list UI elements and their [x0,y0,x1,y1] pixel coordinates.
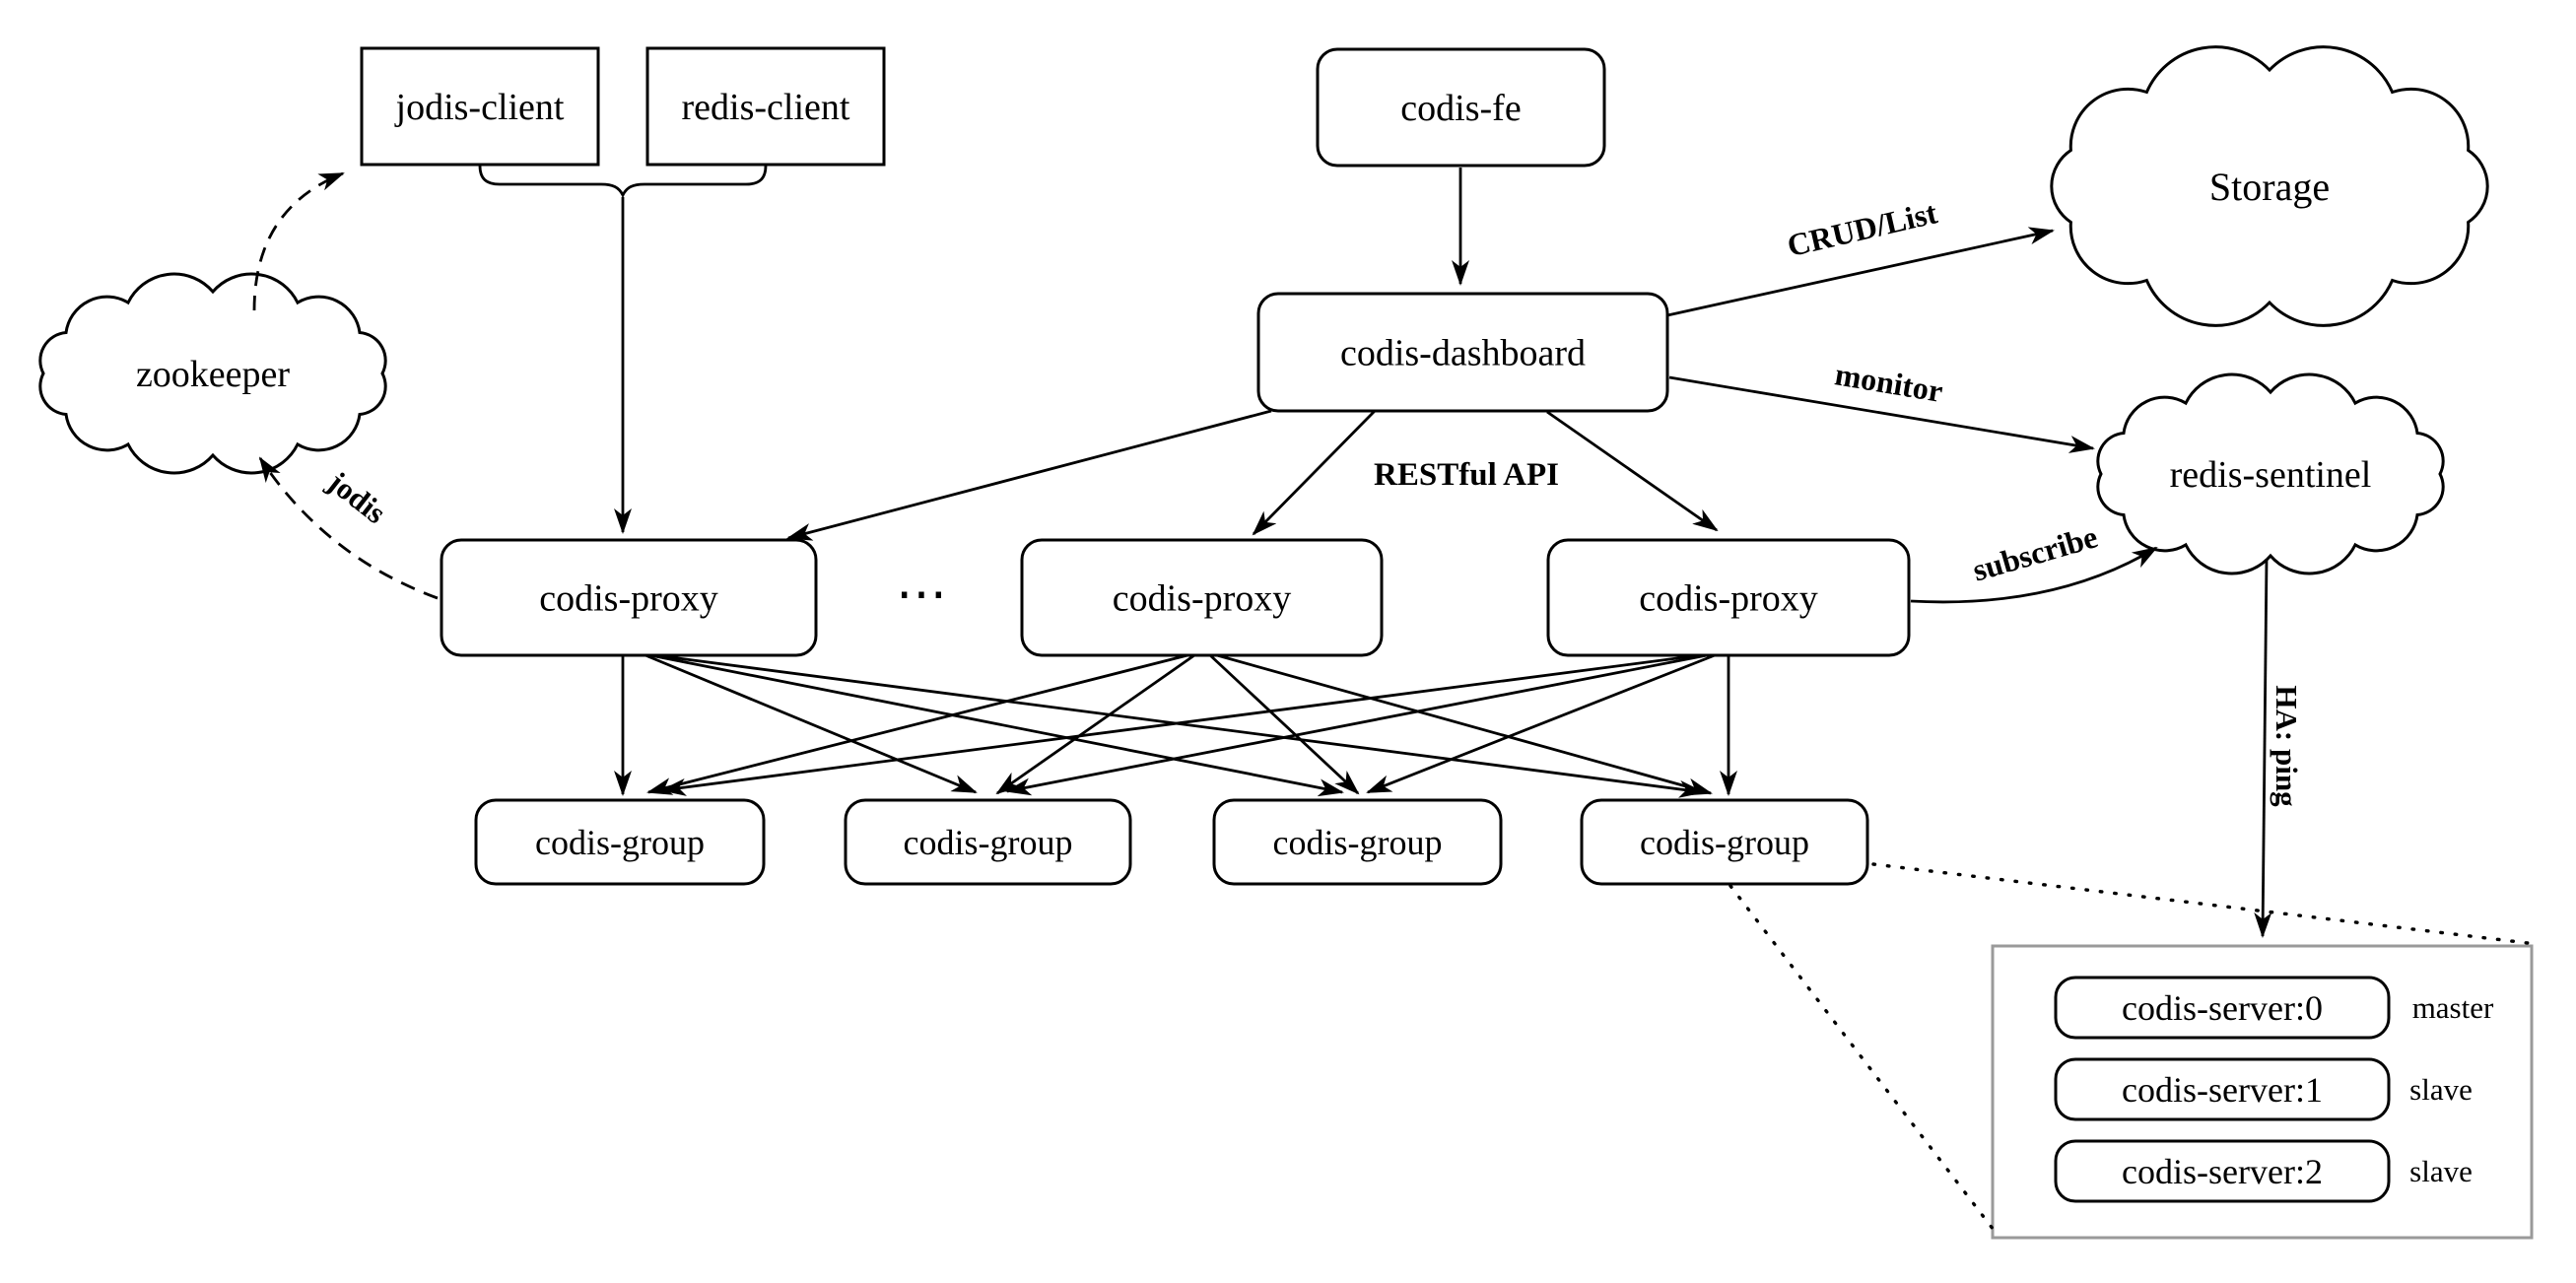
node-codis-dashboard-label: codis-dashboard [1340,333,1586,374]
edge-proxy2-to-group2 [995,653,1195,795]
label-server0-role-text: master [2412,990,2494,1025]
edge-label-text: jodis [321,464,393,530]
edge-label-text: monitor [1832,356,1945,409]
edge-dashboard-to-storage-label: CRUD/List [1784,194,1940,263]
node-redis-client-label: redis-client [682,87,850,128]
edge-proxy1-to-zookeeper [258,456,439,600]
edge-group4-detail-zoomline-bottom [1729,884,1999,1236]
edge-proxy1-to-zookeeper-label: jodis [321,464,393,530]
label-proxy-ellipsis-text: ⋯ [896,567,947,623]
node-zookeeper-label: zookeeper [136,354,290,395]
node-codis-proxy-2 [1020,538,1384,657]
label-restful-api: RESTful API [1374,457,1559,493]
edge-dashboard-to-sentinel [1668,375,2095,453]
node-redis-sentinel [2096,372,2445,575]
node-redis-sentinel-label: redis-sentinel [2170,454,2372,496]
edge-sentinel-to-servers [2254,558,2272,938]
edge-dashboard-to-proxy3 [1546,410,1719,532]
node-codis-fe-label: codis-fe [1400,88,1521,129]
edge-proxy3-to-group3 [1366,653,1716,794]
label-server2-role: slave [2409,1154,2473,1188]
node-codis-group-4-label: codis-group [1640,823,1809,862]
node-codis-group-3 [1212,798,1503,886]
node-codis-group-3-label: codis-group [1273,823,1443,862]
node-jodis-client [360,46,600,167]
node-storage [2050,45,2489,327]
label-restful-api-text: RESTful API [1374,457,1559,493]
edge-label-text: CRUD/List [1784,194,1940,263]
edge-clients-brace [478,165,768,199]
label-server0-role: master [2412,990,2494,1025]
node-codis-server-2-label: codis-server:2 [2122,1152,2323,1191]
edge-proxy2-to-group4 [1216,653,1713,796]
edge-proxy3-to-group2 [1005,653,1708,796]
edge-dashboard-to-proxy1 [786,409,1272,541]
node-zookeeper [38,272,387,475]
node-codis-server-1 [2054,1057,2391,1121]
edge-group4-detail-zoomline-top [1871,862,2530,945]
node-codis-group-1-label: codis-group [535,823,705,862]
node-codis-dashboard [1256,292,1669,413]
node-codis-group-2 [844,798,1132,886]
label-server1-role: slave [2409,1072,2473,1107]
node-codis-fe [1316,47,1606,168]
node-codis-group-4 [1580,798,1869,886]
label-server1-role-text: slave [2409,1072,2473,1107]
node-codis-proxy-1 [440,538,818,657]
edge-proxy2-to-group3 [1209,653,1360,795]
node-codis-server-0 [2054,976,2391,1040]
node-codis-server-2 [2054,1139,2391,1203]
edge-proxy3-to-sentinel-label: subscribe [1969,518,2102,587]
edge-dashboard-to-sentinel-label: monitor [1832,356,1945,409]
node-codis-proxy-3-label: codis-proxy [1639,578,1818,620]
node-redis-client [645,46,886,167]
node-jodis-client-label: jodis-client [394,87,565,128]
node-codis-server-0-label: codis-server:0 [2122,988,2323,1028]
edge-label-text: subscribe [1969,518,2102,587]
edge-zookeeper-to-jodis-client [252,171,345,311]
node-codis-proxy-1-label: codis-proxy [539,578,718,620]
node-codis-group-1 [474,798,766,886]
node-codis-group-2-label: codis-group [904,823,1073,862]
node-storage-label: Storage [2209,165,2330,209]
edge-proxy1-to-group3 [649,653,1344,797]
edge-dashboard-to-storage [1666,227,2055,317]
node-codis-proxy-2-label: codis-proxy [1113,578,1292,620]
label-proxy-ellipsis: ⋯ [896,567,947,623]
label-server2-role-text: slave [2409,1154,2473,1188]
edge-dashboard-to-proxy2 [1252,410,1376,536]
edge-proxy2-to-group1 [646,653,1188,795]
edge-proxy1-to-group2 [644,653,978,794]
edge-proxy3-to-sentinel [1910,546,2158,604]
node-codis-server-1-label: codis-server:1 [2122,1070,2323,1110]
edge-sentinel-to-servers-label: HA: ping [2270,685,2304,807]
edge-proxy3-to-group1 [660,653,1701,796]
edge-label-text: HA: ping [2270,685,2304,807]
